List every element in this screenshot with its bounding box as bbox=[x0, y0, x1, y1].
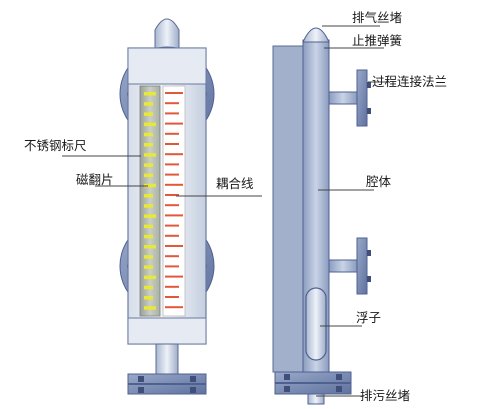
coupling-tick bbox=[165, 163, 179, 166]
label-stop-spring: 止推弹簧 bbox=[352, 33, 402, 48]
coupling-strip bbox=[162, 85, 186, 317]
coupling-tick bbox=[165, 296, 179, 298]
coupling-tick bbox=[165, 112, 179, 115]
label-stainless-scale: 不锈钢标尺 bbox=[24, 138, 87, 153]
coupling-tick bbox=[165, 132, 179, 135]
flap-tick bbox=[144, 204, 153, 208]
flap-tick bbox=[144, 122, 156, 127]
flap-tick bbox=[144, 245, 156, 249]
label-float: 浮子 bbox=[356, 310, 381, 325]
coupling-tick bbox=[165, 194, 179, 196]
flap-tick bbox=[144, 194, 153, 198]
coupling-tick bbox=[165, 153, 183, 156]
coupling-tick bbox=[165, 234, 179, 237]
flap-tick bbox=[144, 183, 156, 188]
base-flange-front bbox=[127, 373, 207, 395]
scale-plate-side bbox=[272, 45, 304, 373]
stainless-scale bbox=[139, 85, 161, 317]
coupling-tick bbox=[165, 173, 179, 176]
coupling-tick bbox=[165, 255, 179, 258]
flap-tick bbox=[144, 296, 153, 300]
leader-lines bbox=[62, 25, 388, 397]
coupling-tick bbox=[165, 275, 183, 278]
upper-process-flange bbox=[328, 69, 371, 127]
coupling-tick bbox=[165, 245, 183, 247]
lower-process-flange bbox=[328, 237, 371, 295]
label-drain-plug-top: 排气丝堵 bbox=[352, 10, 402, 25]
coupling-tick bbox=[165, 306, 183, 309]
coupling-tick bbox=[165, 183, 183, 186]
coupling-tick bbox=[165, 285, 179, 288]
label-drain-plug-bottom: 排污丝堵 bbox=[360, 388, 410, 403]
flap-tick bbox=[144, 214, 156, 218]
label-coupling-line: 耦合线 bbox=[216, 176, 254, 191]
drain-stem bbox=[307, 393, 325, 405]
base-flange-side bbox=[274, 371, 352, 395]
magnetic-flaps bbox=[144, 92, 156, 310]
flap-tick bbox=[144, 234, 153, 239]
coupling-tick bbox=[165, 143, 179, 145]
flap-tick bbox=[144, 275, 156, 280]
flap-tick bbox=[144, 285, 153, 290]
flap-tick bbox=[144, 153, 156, 157]
bottom-stem-front bbox=[155, 343, 179, 375]
coupling-tick bbox=[165, 204, 179, 207]
flap-tick bbox=[144, 112, 153, 116]
front-view-gauge bbox=[119, 18, 215, 395]
label-process-flange: 过程连接法兰 bbox=[372, 74, 447, 89]
flap-tick bbox=[144, 143, 153, 147]
side-view-gauge bbox=[272, 27, 371, 405]
flap-tick bbox=[144, 306, 156, 310]
top-cap-front bbox=[154, 18, 180, 49]
coupling-tick bbox=[165, 224, 179, 227]
flap-tick bbox=[144, 265, 153, 269]
flap-tick bbox=[144, 173, 153, 178]
flap-tick bbox=[144, 132, 153, 137]
top-vent-dome bbox=[302, 27, 330, 43]
coupling-tick bbox=[165, 214, 183, 217]
flap-tick bbox=[144, 92, 156, 96]
flap-tick bbox=[144, 255, 153, 259]
coupling-tick bbox=[165, 122, 183, 125]
flap-tick bbox=[144, 102, 153, 106]
coupling-tick bbox=[165, 102, 179, 105]
label-magnetic-flap: 磁翻片 bbox=[76, 172, 114, 187]
coupling-tick bbox=[165, 265, 179, 268]
flap-tick bbox=[144, 224, 153, 229]
coupling-lines bbox=[165, 92, 183, 309]
flap-tick bbox=[144, 163, 153, 167]
label-chamber: 腔体 bbox=[366, 174, 392, 189]
coupling-tick bbox=[165, 92, 183, 94]
float bbox=[305, 287, 327, 361]
